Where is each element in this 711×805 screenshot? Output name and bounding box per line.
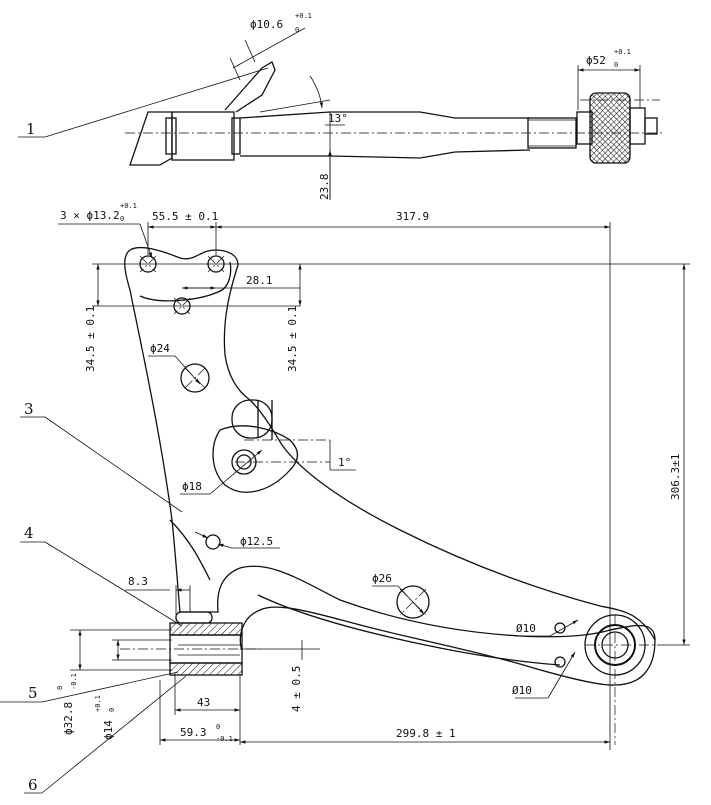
callout-6: 6 — [28, 776, 38, 794]
top-view — [18, 27, 665, 200]
dim-d10-a: Ø10 — [516, 622, 536, 635]
bushing-bottom-layer — [169, 662, 243, 676]
top-view-ball-joint — [589, 92, 631, 164]
callout-1: 1 — [26, 120, 36, 138]
hole-d10-a — [554, 622, 566, 634]
dim-d10-6: ϕ10.6 — [250, 18, 283, 31]
dim-8-3: 8.3 — [128, 575, 148, 588]
dim-23-8: 23.8 — [318, 174, 331, 201]
dim-43: 43 — [197, 696, 210, 709]
dim-d52-tol-hi: +0.1 — [614, 48, 631, 56]
dim-28-1: 28.1 — [246, 274, 273, 287]
dim-d14-tol-lo: 0 — [108, 708, 116, 712]
dim-d26: ϕ26 — [372, 572, 392, 585]
dim-59-3: 59.3 — [180, 726, 207, 739]
dim-d14: ϕ14 — [102, 720, 115, 740]
dim-d12-5: ϕ12.5 — [240, 535, 273, 548]
dim-angle-1: 1° — [338, 456, 351, 469]
dim-d32-8-tol-hi: 0 — [56, 686, 64, 690]
hole-d12-5 — [205, 534, 221, 550]
top-view-arm-upper — [239, 111, 530, 119]
dim-d10-6-tol-lo: 0 — [295, 26, 299, 34]
dim-d52: ϕ52 — [586, 54, 606, 67]
dim-59-3-tol-lo: -0.1 — [216, 735, 233, 743]
dim-d52-tol-lo: 0 — [614, 61, 618, 69]
dim-d32-8: ϕ32.8 — [62, 702, 75, 735]
dim-d18: ϕ18 — [182, 480, 202, 493]
dim-d14-tol-hi: +0.1 — [94, 695, 102, 712]
dim-55-5: 55.5 ± 0.1 — [152, 210, 218, 223]
main-view — [0, 222, 690, 794]
dim-d10-6-tol-hi: +0.1 — [295, 12, 312, 20]
hole-d26 — [396, 585, 430, 619]
dim-34-5-left: 34.5 ± 0.1 — [84, 306, 97, 372]
dim-d24: ϕ24 — [150, 342, 170, 355]
callout-3: 3 — [24, 400, 34, 418]
arm-outline — [124, 249, 656, 686]
top-view-bracket — [224, 61, 276, 113]
dim-317-9: 317.9 — [396, 210, 429, 223]
dim-d32-8-tol-lo: -0.1 — [70, 673, 78, 690]
bushing-view — [120, 611, 260, 676]
labels: 1 3 4 5 6 ϕ10.6 +0.1 0 ϕ52 +0.1 0 13° 23… — [24, 12, 682, 794]
dim-angle-13: 13° — [328, 112, 348, 125]
callout-4: 4 — [24, 524, 34, 542]
top-view-arm-lower — [240, 149, 531, 159]
dim-299-8: 299.8 ± 1 — [396, 727, 456, 740]
dim-3xd13-2: 3 × ϕ13.2 — [60, 209, 120, 222]
hole-d10-b — [554, 656, 566, 668]
dim-3xd13-2-tol-hi: +0.1 — [120, 202, 137, 210]
dim-3xd13-2-tol-lo: 0 — [120, 215, 124, 223]
dim-4-0-5: 4 ± 0.5 — [290, 666, 303, 712]
dim-34-5-right: 34.5 ± 0.1 — [286, 306, 299, 372]
top-view-bushing — [171, 111, 235, 161]
hole-d24 — [180, 363, 210, 393]
dim-59-3-tol-hi: 0 — [216, 723, 220, 731]
dim-306-3: 306.3±1 — [669, 454, 682, 500]
dim-d10-b: Ø10 — [512, 684, 532, 697]
callout-5: 5 — [28, 684, 38, 702]
